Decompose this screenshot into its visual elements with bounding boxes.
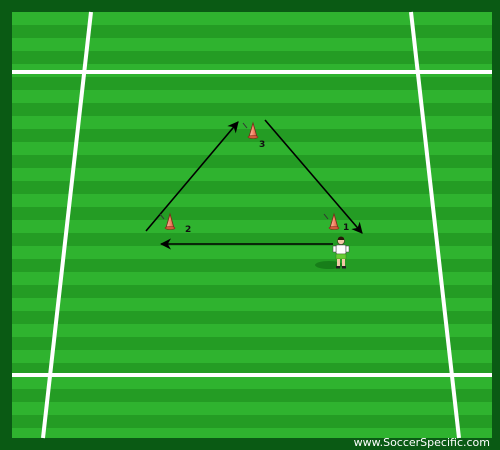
field-lines — [12, 11, 492, 439]
grass-stripe — [12, 272, 492, 285]
cone-label-1: 1 — [343, 223, 349, 233]
cone-2: 2 — [159, 212, 191, 235]
grass-stripe — [12, 103, 492, 116]
grass-stripe — [12, 155, 492, 168]
watermark: www.SoccerSpecific.com — [354, 436, 490, 449]
grass-stripe — [12, 116, 492, 129]
grass-stripe — [12, 415, 492, 428]
arrow-3-to-1 — [264, 119, 363, 234]
movement-arrows — [145, 119, 363, 250]
grass-stripe — [12, 376, 492, 389]
grass-stripe — [12, 90, 492, 103]
grass-stripe — [12, 428, 492, 438]
grass-stripe — [12, 402, 492, 415]
grass-stripe — [12, 389, 492, 402]
grass-stripe — [12, 51, 492, 64]
grass-stripe — [12, 324, 492, 337]
grass-stripe — [12, 298, 492, 311]
right-sideline — [409, 11, 461, 439]
grass-stripe — [12, 142, 492, 155]
cone-label-2: 2 — [185, 225, 191, 235]
player — [315, 236, 350, 269]
left-sideline — [41, 11, 93, 439]
grass-stripe — [12, 38, 492, 51]
grass-stripe — [12, 220, 492, 233]
cone-label-3: 3 — [259, 140, 265, 150]
grass-stripe — [12, 350, 492, 363]
grass-stripe — [12, 207, 492, 220]
grass-stripe — [12, 311, 492, 324]
cone-3: 3 — [242, 121, 265, 150]
grass-stripe — [12, 168, 492, 181]
grass-stripe — [12, 25, 492, 38]
grass-stripe — [12, 181, 492, 194]
grass-stripe — [12, 77, 492, 90]
grass-stripe — [12, 285, 492, 298]
grass-stripe — [12, 12, 492, 25]
grass-stripe — [12, 259, 492, 272]
grass-stripe — [12, 233, 492, 246]
grass-stripe — [12, 337, 492, 350]
grass-stripe — [12, 246, 492, 259]
cone-1: 1 — [323, 212, 349, 233]
arrow-2-to-3 — [145, 121, 239, 232]
grass-stripe — [12, 194, 492, 207]
grass-stripe — [12, 363, 492, 376]
